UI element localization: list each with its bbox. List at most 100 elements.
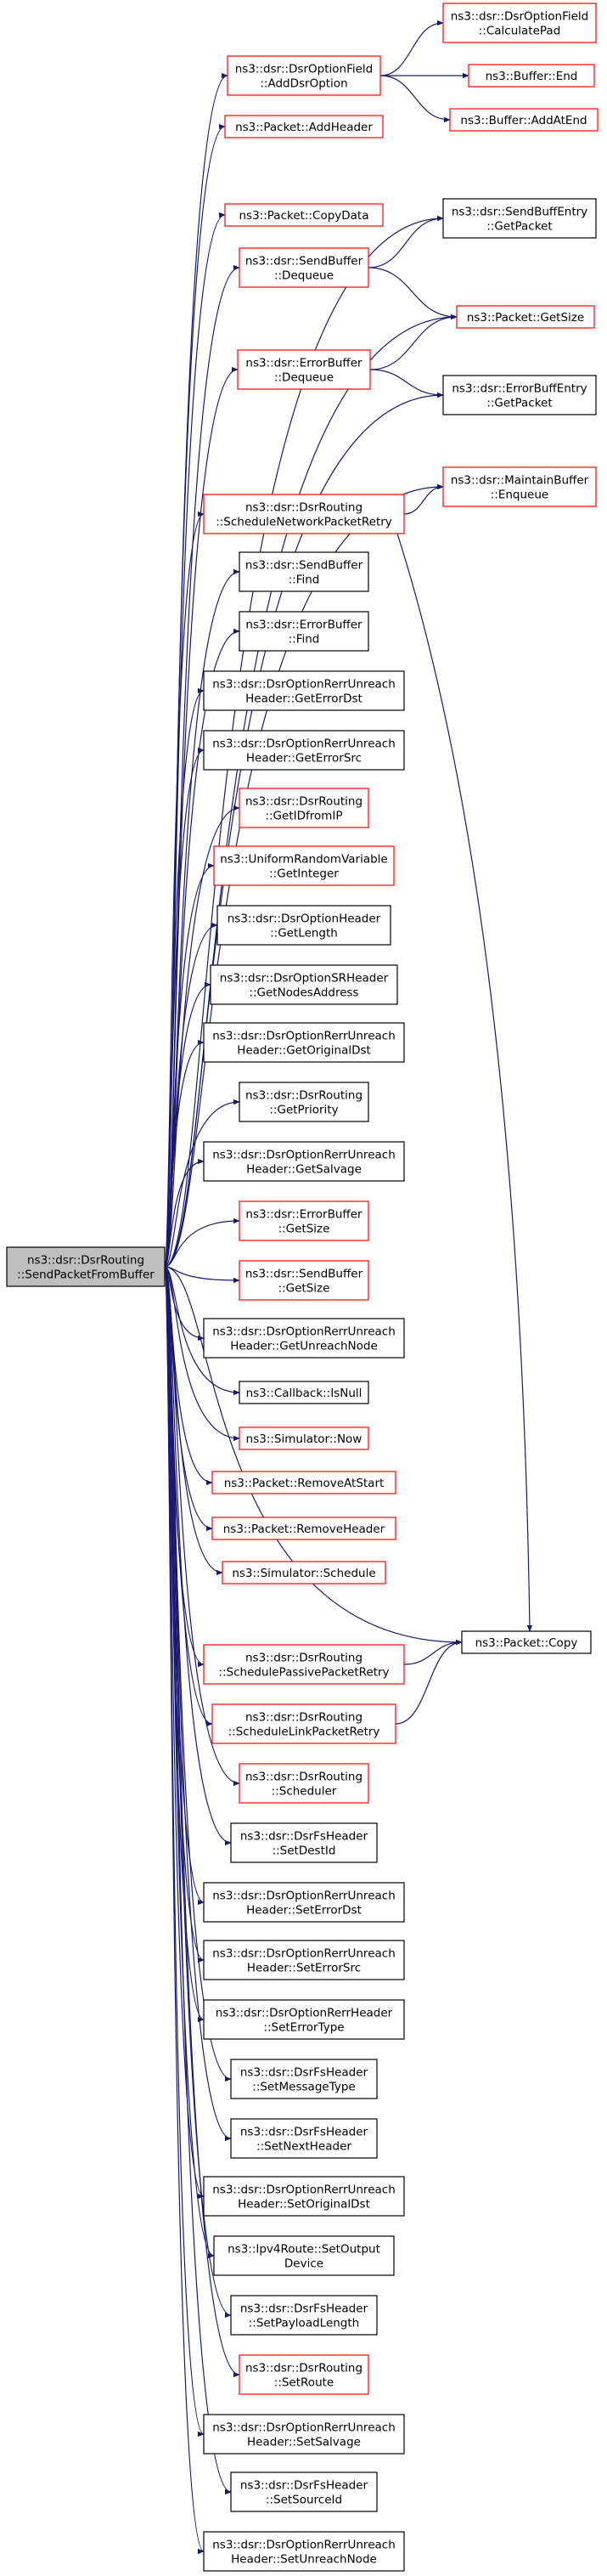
node-adddsroption[interactable]: ns3::dsr::DsrOptionField::AddDsrOption	[227, 55, 381, 96]
node-setoriginaldst[interactable]: ns3::dsr::DsrOptionRerrUnreachHeader::Se…	[203, 2176, 405, 2217]
node-getidfromip[interactable]: ns3::dsr::DsrRouting::GetIDfromIP	[239, 788, 369, 828]
node-getunreachnode[interactable]: ns3::dsr::DsrOptionRerrUnreachHeader::Ge…	[203, 1318, 405, 1359]
node-simschedule-label-0: ns3::Simulator::Schedule	[232, 1567, 375, 1580]
node-setoutputdevice-box	[213, 2235, 395, 2276]
node-getlength-label-1: ::GetLength	[270, 927, 338, 941]
edge-root-to-getpriority	[164, 1099, 240, 1268]
node-getlength[interactable]: ns3::dsr::DsrOptionHeader::GetLength	[216, 905, 391, 946]
node-sbdequeue[interactable]: ns3::dsr::SendBuffer::Dequeue	[239, 247, 369, 288]
node-bufferend[interactable]: ns3::Buffer::End	[468, 64, 595, 88]
node-scheduler[interactable]: ns3::dsr::DsrRouting::Scheduler	[239, 1763, 369, 1804]
node-ebgetsize-label-0: ns3::dsr::ErrorBuffer	[245, 1208, 363, 1222]
node-geterrordst-label-1: Header::GetErrorDst	[245, 692, 363, 706]
node-calculatepad-box	[442, 3, 597, 43]
node-calculatepad-label-0: ns3::dsr::DsrOptionField	[451, 10, 588, 24]
node-sbgetsize-box	[239, 1260, 369, 1301]
edge-root-to-setoutputdevice	[164, 1266, 215, 2259]
node-seterrortype[interactable]: ns3::dsr::DsrOptionRerrHeader::SetErrorT…	[203, 1999, 405, 2040]
edge-root-to-getsalvage	[164, 1158, 205, 1268]
node-setmessagetype[interactable]: ns3::dsr::DsrFsHeader::SetMessageType	[230, 2059, 378, 2099]
node-setnextheader-box	[230, 2118, 378, 2159]
node-getsalvage-label-1: Header::GetSalvage	[246, 1163, 362, 1177]
node-setpayloadlength-label-1: ::SetPayloadLength	[249, 2317, 359, 2330]
node-ebegetpacket[interactable]: ns3::dsr::ErrorBuffEntry::GetPacket	[442, 375, 597, 415]
edge-root-to-getoriginaldst	[164, 1039, 205, 1268]
edge-schednetretry-to-mbenqueue	[403, 483, 444, 515]
node-sbdequeue-label-0: ns3::dsr::SendBuffer	[245, 255, 363, 268]
node-setroute-box	[239, 2354, 369, 2395]
node-schedlink[interactable]: ns3::dsr::DsrRouting::ScheduleLinkPacket…	[211, 1703, 396, 1744]
node-getnodesaddress[interactable]: ns3::dsr::DsrOptionSRHeader::GetNodesAdd…	[210, 964, 398, 1005]
node-setoriginaldst-label-1: Header::SetOriginalDst	[238, 2198, 370, 2212]
edge-root-to-ebgetsize	[164, 1217, 240, 1268]
node-ebdequeue[interactable]: ns3::dsr::ErrorBuffer::Dequeue	[237, 349, 371, 390]
node-simschedule[interactable]: ns3::Simulator::Schedule	[222, 1561, 386, 1585]
node-setoriginaldst-label-0: ns3::dsr::DsrOptionRerrUnreach	[212, 2183, 396, 2197]
node-setmessagetype-label-1: ::SetMessageType	[252, 2081, 355, 2094]
node-packetcopy-box	[461, 1630, 592, 1654]
node-packetcopy[interactable]: ns3::Packet::Copy	[461, 1630, 592, 1654]
node-setnextheader[interactable]: ns3::dsr::DsrFsHeader::SetNextHeader	[230, 2118, 378, 2159]
node-adddsroption-label-0: ns3::dsr::DsrOptionField	[235, 63, 373, 76]
node-getunreachnode-label-0: ns3::dsr::DsrOptionRerrUnreach	[212, 1325, 396, 1339]
node-setunreachnode-label-0: ns3::dsr::DsrOptionRerrUnreach	[212, 2539, 396, 2552]
node-seterrorsrc-box	[203, 1940, 405, 1980]
node-getinteger[interactable]: ns3::UniformRandomVariable::GetInteger	[213, 845, 395, 886]
node-setmessagetype-label-0: ns3::dsr::DsrFsHeader	[240, 2066, 368, 2080]
node-setsalvage[interactable]: ns3::dsr::DsrOptionRerrUnreachHeader::Se…	[203, 2414, 405, 2455]
node-seterrordst-label-0: ns3::dsr::DsrOptionRerrUnreach	[212, 1890, 396, 1903]
node-sbegetpacket[interactable]: ns3::dsr::SendBuffEntry::GetPacket	[442, 198, 597, 239]
node-schedpassive[interactable]: ns3::dsr::DsrRouting::SchedulePassivePac…	[203, 1644, 405, 1685]
node-calculatepad[interactable]: ns3::dsr::DsrOptionField::CalculatePad	[442, 3, 597, 43]
node-ebgetsize[interactable]: ns3::dsr::ErrorBuffer::GetSize	[239, 1200, 369, 1241]
node-packetcopy-label-0: ns3::Packet::Copy	[475, 1636, 578, 1650]
node-sbdequeue-box	[239, 247, 369, 288]
node-mbenqueue[interactable]: ns3::dsr::MaintainBuffer::Enqueue	[442, 466, 597, 507]
node-setunreachnode[interactable]: ns3::dsr::DsrOptionRerrUnreachHeader::Se…	[203, 2531, 405, 2572]
node-seterrordst-box	[203, 1882, 405, 1923]
node-addheader[interactable]: ns3::Packet::AddHeader	[224, 115, 384, 138]
node-sbdequeue-label-1: ::Dequeue	[274, 269, 334, 283]
node-packetgetsize[interactable]: ns3::Packet::GetSize	[456, 305, 595, 329]
node-schednetretry[interactable]: ns3::dsr::DsrRouting::ScheduleNetworkPac…	[203, 494, 405, 534]
node-sbgetsize-label-0: ns3::dsr::SendBuffer	[245, 1268, 363, 1281]
node-setsourceid[interactable]: ns3::dsr::DsrFsHeader::SetSourceId	[230, 2471, 378, 2512]
node-geterrordst[interactable]: ns3::dsr::DsrOptionRerrUnreachHeader::Ge…	[203, 670, 405, 711]
node-seterrorsrc-label-0: ns3::dsr::DsrOptionRerrUnreach	[212, 1947, 396, 1961]
node-seterrordst[interactable]: ns3::dsr::DsrOptionRerrUnreachHeader::Se…	[203, 1882, 405, 1923]
node-sbfind-label-0: ns3::dsr::SendBuffer	[245, 559, 363, 573]
node-setroute[interactable]: ns3::dsr::DsrRouting::SetRoute	[239, 2354, 369, 2395]
node-sbgetsize-label-1: ::GetSize	[278, 1282, 330, 1296]
node-setpayloadlength[interactable]: ns3::dsr::DsrFsHeader::SetPayloadLength	[230, 2295, 378, 2336]
node-simnow[interactable]: ns3::Simulator::Now	[239, 1426, 369, 1450]
node-simschedule-box	[222, 1561, 386, 1585]
node-schedpassive-box	[203, 1644, 405, 1685]
node-ebegetpacket-label-1: ::GetPacket	[486, 397, 552, 410]
node-removeatstart-box	[211, 1471, 396, 1494]
node-getsalvage[interactable]: ns3::dsr::DsrOptionRerrUnreachHeader::Ge…	[203, 1141, 405, 1182]
node-sbfind[interactable]: ns3::dsr::SendBuffer::Find	[239, 551, 369, 592]
node-callbackisnull[interactable]: ns3::Callback::IsNull	[239, 1381, 369, 1404]
node-seterrorsrc-label-1: Header::SetErrorSrc	[247, 1962, 361, 1975]
node-removeatstart[interactable]: ns3::Packet::RemoveAtStart	[211, 1471, 396, 1494]
node-removeheader[interactable]: ns3::Packet::RemoveHeader	[211, 1517, 396, 1540]
node-copydata[interactable]: ns3::Packet::CopyData	[224, 203, 384, 227]
node-seterrortype-label-0: ns3::dsr::DsrOptionRerrHeader	[216, 2007, 393, 2020]
edge-root-to-callbackisnull	[164, 1266, 240, 1396]
node-seterrorsrc[interactable]: ns3::dsr::DsrOptionRerrUnreachHeader::Se…	[203, 1940, 405, 1980]
node-ebdequeue-label-1: ::Dequeue	[274, 371, 334, 385]
node-schednetretry-label-1: ::ScheduleNetworkPacketRetry	[216, 516, 392, 529]
node-setsourceid-label-1: ::SetSourceId	[266, 2494, 342, 2507]
node-ebfind[interactable]: ns3::dsr::ErrorBuffer::Find	[239, 611, 369, 652]
node-sbgetsize[interactable]: ns3::dsr::SendBuffer::GetSize	[239, 1260, 369, 1301]
node-getpriority[interactable]: ns3::dsr::DsrRouting::GetPriority	[239, 1082, 369, 1122]
node-geterrorsrc[interactable]: ns3::dsr::DsrOptionRerrUnreachHeader::Ge…	[203, 730, 405, 771]
node-ebegetpacket-box	[442, 375, 597, 415]
node-setdestid[interactable]: ns3::dsr::DsrFsHeader::SetDestId	[230, 1822, 378, 1863]
node-simnow-box	[239, 1426, 369, 1450]
node-getoriginaldst[interactable]: ns3::dsr::DsrOptionRerrUnreachHeader::Ge…	[203, 1022, 405, 1063]
node-bufferaddatend[interactable]: ns3::Buffer::AddAtEnd	[449, 108, 599, 132]
node-setroute-label-0: ns3::dsr::DsrRouting	[245, 2362, 363, 2375]
node-getnodesaddress-box	[210, 964, 398, 1005]
